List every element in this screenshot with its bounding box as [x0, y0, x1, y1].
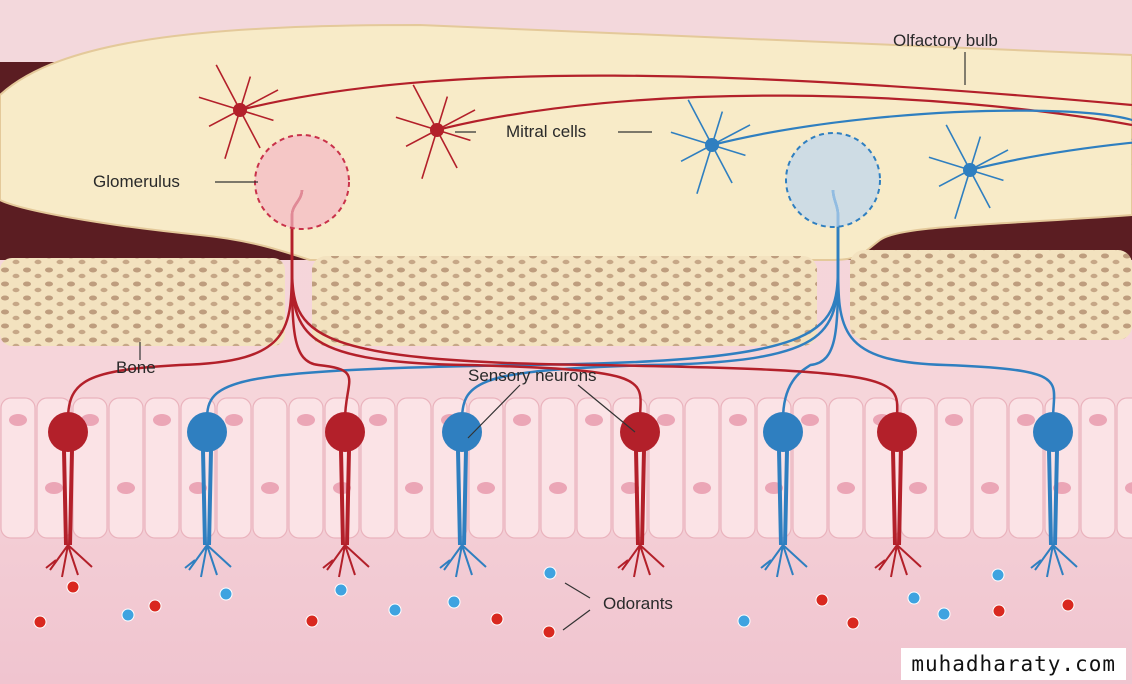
cell-nucleus — [45, 482, 63, 494]
cell-nucleus — [837, 482, 855, 494]
cell-nucleus — [981, 482, 999, 494]
odorant-red — [490, 612, 504, 626]
sensory-neuron-red — [290, 189, 922, 578]
odorant-red — [542, 625, 556, 639]
odorant-red — [305, 614, 319, 628]
bone-layer — [0, 250, 1132, 346]
epithelial-cell — [360, 397, 396, 539]
odorant-molecules — [33, 566, 1075, 639]
cell-nucleus — [1125, 482, 1132, 494]
sensory-neuron-blue — [760, 189, 840, 578]
mitral-cell-blue — [670, 99, 1132, 194]
epithelial-cell — [0, 397, 36, 539]
label-bone: Bone — [116, 358, 156, 377]
epithelial-cell — [540, 397, 576, 539]
cell-nucleus — [9, 414, 27, 426]
cell-nucleus — [909, 482, 927, 494]
epithelial-cell — [684, 397, 720, 539]
odorant-blue — [937, 607, 951, 621]
odorant-red — [815, 593, 829, 607]
cell-nucleus — [621, 482, 639, 494]
odorant-blue — [991, 568, 1005, 582]
odorant-blue — [737, 614, 751, 628]
sensory-neuron-red — [45, 189, 304, 578]
odorant-red — [992, 604, 1006, 618]
epithelial-cell — [1116, 397, 1132, 539]
cell-nucleus — [405, 482, 423, 494]
epithelial-cell — [1080, 397, 1116, 539]
olfactory-bulb — [0, 23, 1132, 261]
epithelial-cell — [108, 397, 144, 539]
odorant-red — [66, 580, 80, 594]
odorant-blue — [219, 587, 233, 601]
cell-nucleus — [801, 414, 819, 426]
sensory-neuron-red — [290, 189, 665, 578]
cell-nucleus — [117, 482, 135, 494]
epithelial-cell — [828, 397, 864, 539]
epithelial-cell — [144, 397, 180, 539]
cell-nucleus — [477, 482, 495, 494]
label-glomerulus: Glomerulus — [93, 172, 180, 191]
label-olfactory-bulb: Olfactory bulb — [893, 31, 998, 50]
cell-nucleus — [261, 482, 279, 494]
odorant-red — [148, 599, 162, 613]
label-mitral-cells: Mitral cells — [506, 122, 587, 141]
cell-nucleus — [693, 482, 711, 494]
cell-nucleus — [945, 414, 963, 426]
cell-nucleus — [1089, 414, 1107, 426]
glomerulus-blue — [785, 132, 881, 228]
watermark: muhadharaty.com — [901, 648, 1126, 680]
glomerulus-red — [254, 134, 350, 230]
label-odorants: Odorants — [603, 594, 673, 613]
mitral-cell-blue — [928, 124, 1132, 219]
epithelial-cell — [288, 397, 324, 539]
odorant-blue — [388, 603, 402, 617]
mitral-cell-red — [198, 64, 1132, 159]
odorant-red — [33, 615, 47, 629]
cell-nucleus — [513, 414, 531, 426]
odorant-blue — [121, 608, 135, 622]
cell-nucleus — [549, 482, 567, 494]
odorant-red — [1061, 598, 1075, 612]
cell-nucleus — [369, 414, 387, 426]
epithelial-cell — [972, 397, 1008, 539]
epithelial-cell — [936, 397, 972, 539]
odorant-blue — [447, 595, 461, 609]
cell-nucleus — [297, 414, 315, 426]
cell-nucleus — [1017, 414, 1035, 426]
odorant-red — [846, 616, 860, 630]
cell-nucleus — [657, 414, 675, 426]
odorant-blue — [907, 591, 921, 605]
cell-nucleus — [225, 414, 243, 426]
odorant-blue — [543, 566, 557, 580]
epithelial-cell — [396, 397, 432, 539]
label-sensory-neurons: Sensory neurons — [468, 366, 597, 385]
odorant-blue — [334, 583, 348, 597]
epithelial-cell — [252, 397, 288, 539]
cell-nucleus — [585, 414, 603, 426]
cell-nucleus — [729, 414, 747, 426]
epithelial-cell — [504, 397, 540, 539]
cell-nucleus — [153, 414, 171, 426]
epithelial-cell — [720, 397, 756, 539]
epithelium — [0, 397, 1132, 539]
